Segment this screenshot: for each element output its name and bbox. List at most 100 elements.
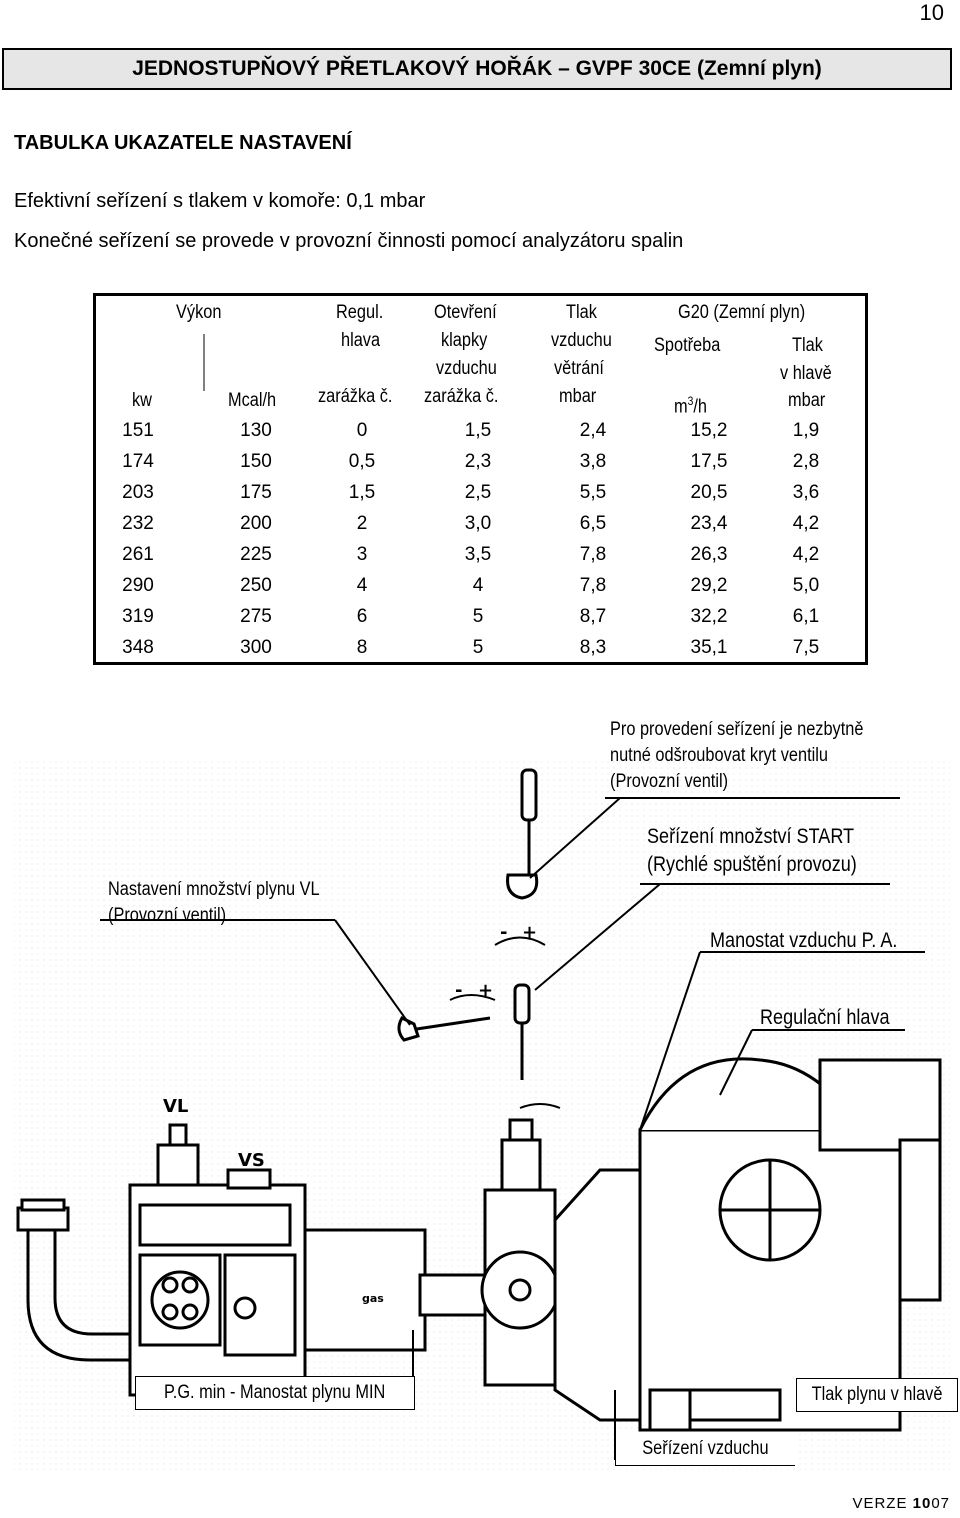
table-cell: 6,5 xyxy=(579,513,607,534)
header-otevreni-4: zarážka č. xyxy=(424,386,499,407)
table-cell: 32,2 xyxy=(690,606,728,627)
table-cell: 290 xyxy=(122,575,154,596)
header-m3h-base: m xyxy=(674,396,688,418)
vl-label-2: (Provozní ventil) xyxy=(108,905,227,926)
page-title: JEDNOSTUPŇOVÝ PŘETLAKOVÝ HOŘÁK – GVPF 30… xyxy=(2,48,952,90)
table-cell: 174 xyxy=(122,451,154,472)
table-cell: 29,2 xyxy=(690,575,728,596)
section-title: TABULKA UKAZATELE NASTAVENÍ xyxy=(14,132,352,154)
gas-inlet-pipe xyxy=(16,1198,135,1362)
note-line-2: nutné odšroubovat kryt ventilu xyxy=(610,745,829,766)
sign-minus-2: - xyxy=(455,980,462,1001)
header-mcal: Mcal/h xyxy=(228,390,277,411)
table-cell: 348 xyxy=(122,637,154,658)
table-cell: 200 xyxy=(240,513,272,534)
table-cell: 7,8 xyxy=(579,575,607,596)
label-vl: VL xyxy=(163,1096,188,1117)
manostat-air-label: Manostat vzduchu P. A. xyxy=(710,929,898,952)
table-cell: 2,4 xyxy=(579,420,607,441)
header-regul-2: hlava xyxy=(341,330,381,351)
header-tlak-4: mbar xyxy=(559,386,597,407)
gas-manifold xyxy=(303,1118,560,1387)
start-label-1: Seřízení množství START xyxy=(647,825,855,848)
air-adjust-label: Seřízení vzduchu xyxy=(615,1432,795,1466)
table-cell: 1,5 xyxy=(464,420,492,441)
start-label-2: (Rychlé spuštění provozu) xyxy=(647,853,857,876)
table-grid-lines xyxy=(203,334,205,391)
burner-body xyxy=(553,1057,942,1432)
sign-minus-1: - xyxy=(500,922,507,943)
header-m3h-rest: /h xyxy=(693,396,708,418)
table-cell: 203 xyxy=(122,482,154,503)
table-cell: 5,0 xyxy=(792,575,820,596)
table-cell: 151 xyxy=(122,420,154,441)
table-cell: 6 xyxy=(356,606,368,627)
table-cell: 1,5 xyxy=(348,482,376,503)
pg-min-text: P.G. min - Manostat plynu MIN xyxy=(164,1382,386,1403)
settings-line-2: Konečné seřízení se provede v provozní č… xyxy=(14,230,684,252)
header-otevreni-3: vzduchu xyxy=(436,358,497,379)
vl-label-1: Nastavení množství plynu VL xyxy=(108,879,320,900)
page-number: 10 xyxy=(919,0,944,25)
table-cell: 5 xyxy=(472,606,484,627)
header-m3h: m3/h xyxy=(674,388,707,420)
gas-pressure-label: Tlak plynu v hlavě xyxy=(796,1378,958,1412)
table-cell: 20,5 xyxy=(690,482,728,503)
table-cell: 2 xyxy=(356,513,368,534)
table-cell: 17,5 xyxy=(690,451,728,472)
header-regul-3: zarážka č. xyxy=(318,386,393,407)
table-cell: 250 xyxy=(240,575,272,596)
table-cell: 35,1 xyxy=(690,637,728,658)
table-cell: 130 xyxy=(240,420,272,441)
table-cell: 261 xyxy=(122,544,154,565)
gas-valve-block xyxy=(128,1123,307,1397)
table-cell: 7,5 xyxy=(792,637,820,658)
header-kw: kw xyxy=(132,390,152,411)
table-cell: 6,1 xyxy=(792,606,820,627)
pg-min-label: P.G. min - Manostat plynu MIN xyxy=(135,1376,415,1410)
version-footer: VERZE 1007 xyxy=(852,1495,950,1512)
header-m3h-sup: 3 xyxy=(687,394,694,408)
table-cell: 319 xyxy=(122,606,154,627)
table-cell: 2,8 xyxy=(792,451,820,472)
note-line-3: (Provozní ventil) xyxy=(610,771,729,792)
sign-plus-1: + xyxy=(522,922,537,943)
table-cell: 8,7 xyxy=(579,606,607,627)
table-cell: 3 xyxy=(356,544,368,565)
table-cell: 175 xyxy=(240,482,272,503)
header-tlak-hlave-2: v hlavě xyxy=(780,363,832,384)
table-cell: 5 xyxy=(472,637,484,658)
header-vykon: Výkon xyxy=(176,302,222,323)
table-cell: 0 xyxy=(356,420,368,441)
burner-drawing: VL VS gas xyxy=(14,758,950,1470)
header-g20: G20 (Zemní plyn) xyxy=(678,302,806,323)
table-cell: 150 xyxy=(240,451,272,472)
settings-line-1: Efektivní seřízení s tlakem v komoře: 0,… xyxy=(14,190,426,212)
header-tlak-2: vzduchu xyxy=(551,330,612,351)
header-otevreni-2: klapky xyxy=(441,330,488,351)
version-bold: 10 xyxy=(912,1495,932,1512)
table-cell: 4,2 xyxy=(792,544,820,565)
table-cell: 3,6 xyxy=(792,482,820,503)
header-tlak-hlave-3: mbar xyxy=(788,390,826,411)
table-cell: 3,8 xyxy=(579,451,607,472)
table-cell: 275 xyxy=(240,606,272,627)
table-cell: 2,3 xyxy=(464,451,492,472)
sign-plus-2: + xyxy=(478,980,493,1001)
header-tlak-3: větrání xyxy=(554,358,604,379)
wrench-icon xyxy=(397,1016,491,1042)
header-tlak-hlave-1: Tlak xyxy=(792,335,823,356)
table-cell: 4,2 xyxy=(792,513,820,534)
label-vs: VS xyxy=(238,1150,265,1171)
table-cell: 8 xyxy=(356,637,368,658)
header-spotreba: Spotřeba xyxy=(654,335,721,356)
note-line-1: Pro provedení seřízení je nezbytně xyxy=(610,719,864,740)
screwdriver-icon xyxy=(506,768,539,1080)
table-cell: 5,5 xyxy=(579,482,607,503)
header-regul-1: Regul. xyxy=(336,302,384,323)
table-cell: 4 xyxy=(356,575,368,596)
adjust-arrows-icon xyxy=(449,936,561,1109)
table-cell: 23,4 xyxy=(690,513,728,534)
table-cell: 232 xyxy=(122,513,154,534)
table-cell: 3,5 xyxy=(464,544,492,565)
